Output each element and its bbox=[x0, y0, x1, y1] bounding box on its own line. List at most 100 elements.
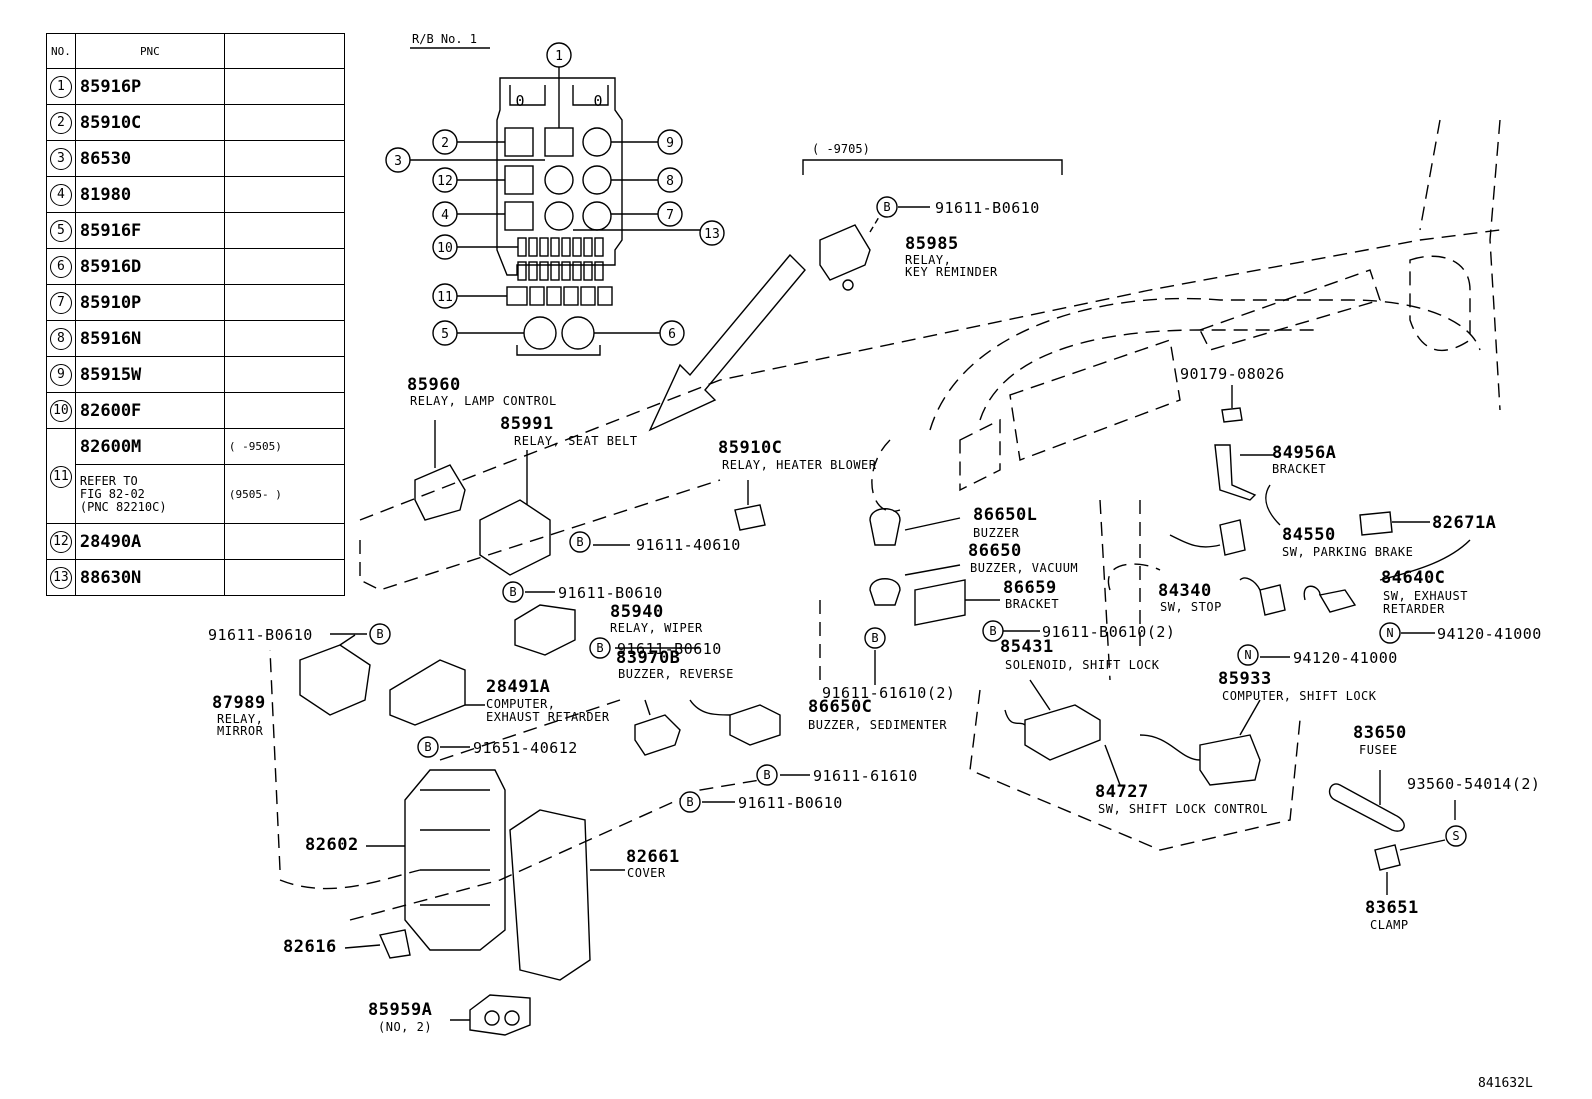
svg-text:1: 1 bbox=[555, 49, 563, 64]
part-desc: BUZZER bbox=[973, 526, 1020, 540]
part-number: 86659 bbox=[1003, 578, 1057, 598]
relay-round bbox=[582, 165, 612, 195]
part-number: 84727 bbox=[1095, 782, 1149, 802]
header-no: NO. bbox=[46, 33, 76, 69]
buzzer-vacuum bbox=[869, 564, 961, 606]
part-desc: SW, EXHAUST bbox=[1383, 589, 1468, 603]
part-desc: BUZZER, SEDIMENTER bbox=[808, 718, 948, 732]
rb-title: R/B No. 1 bbox=[412, 32, 478, 46]
callout-6: 6 bbox=[659, 320, 685, 346]
bolt-label: 91611-B0610(2) bbox=[1042, 623, 1176, 641]
relay-heater-blower bbox=[734, 480, 766, 531]
row-remark bbox=[223, 392, 345, 429]
row-remark bbox=[223, 176, 345, 213]
bolt-label: 91611-B0610 bbox=[208, 626, 313, 644]
row-remark bbox=[223, 356, 345, 393]
part-desc: RELAY, SEAT BELT bbox=[514, 434, 638, 448]
row-number: 2 bbox=[49, 112, 72, 134]
bolt-marker-b: B bbox=[756, 764, 778, 786]
svg-text:S: S bbox=[1452, 829, 1459, 843]
bracket-84956A bbox=[1214, 444, 1275, 501]
junction-block bbox=[366, 769, 506, 951]
part-number: 83970B bbox=[616, 648, 681, 668]
row-remark bbox=[223, 248, 345, 285]
part-number: 90179-08026 bbox=[1180, 365, 1285, 383]
table-row: 11 82600M ( -9505) bbox=[46, 428, 345, 524]
callout-1: 1 bbox=[546, 42, 572, 68]
part-desc: SW, SHIFT LOCK CONTROL bbox=[1098, 802, 1268, 816]
part-desc: SOLENOID, SHIFT LOCK bbox=[1005, 658, 1160, 672]
bolt-marker-b: B bbox=[417, 736, 439, 758]
part-desc: BUZZER, REVERSE bbox=[618, 667, 734, 681]
part-number: 85940 bbox=[610, 602, 664, 622]
refer-line: (PNC 82210C) bbox=[79, 499, 167, 514]
switch-exhaust-retarder bbox=[1303, 539, 1471, 613]
svg-text:B: B bbox=[424, 740, 431, 754]
row-pnc: 85910P bbox=[74, 284, 225, 321]
row-number: 3 bbox=[49, 148, 72, 170]
part-number: 85991 bbox=[500, 414, 554, 434]
row-number: 4 bbox=[49, 184, 72, 206]
switch-parking-brake bbox=[1169, 484, 1281, 556]
figure-id: 841632L bbox=[1478, 1076, 1533, 1091]
row-number: 11 bbox=[49, 465, 72, 488]
part-desc: RELAY, bbox=[217, 712, 264, 726]
row-pnc: 85916N bbox=[74, 320, 225, 357]
part-number: 84956A bbox=[1272, 443, 1337, 463]
dashboard-outline bbox=[269, 119, 1501, 921]
callout-7: 7 bbox=[657, 201, 683, 227]
part-number: 85431 bbox=[1000, 637, 1054, 657]
part-number: 82671A bbox=[1432, 513, 1497, 533]
part-number: 82616 bbox=[283, 937, 337, 957]
table-row: REFER TO FIG 82-02 (PNC 82210C) (9505- ) bbox=[47, 464, 345, 524]
row-remark: ( -9505) bbox=[223, 428, 345, 465]
callout-3: 3 bbox=[385, 147, 411, 173]
row-remark bbox=[223, 523, 345, 560]
row-number: 12 bbox=[49, 531, 72, 553]
date-range-bracket bbox=[802, 159, 1063, 175]
svg-text:B: B bbox=[871, 631, 878, 645]
part-number: 86650C bbox=[808, 697, 873, 717]
buzzer-sedimenter bbox=[689, 699, 781, 746]
row-remark bbox=[223, 559, 345, 596]
row-pnc: 82600F bbox=[74, 392, 225, 429]
bolt-label: 91611-61610(2) bbox=[822, 684, 956, 702]
date-range: ( -9705) bbox=[812, 142, 870, 156]
svg-text:7: 7 bbox=[666, 208, 674, 223]
part-number: 85910C bbox=[718, 438, 783, 458]
relay-block-foot bbox=[516, 345, 601, 356]
callout-9: 9 bbox=[657, 129, 683, 155]
part-number: 85960 bbox=[407, 375, 461, 395]
bolt-label: 93560-54014(2) bbox=[1407, 775, 1541, 793]
relay-round bbox=[582, 201, 612, 231]
bolt-marker-b: B bbox=[864, 627, 886, 649]
part-desc: RELAY, HEATER BLOWER bbox=[722, 458, 877, 472]
part-desc: FUSEE bbox=[1359, 743, 1398, 757]
bolt-label: 91611-61610 bbox=[813, 767, 918, 785]
svg-text:B: B bbox=[576, 535, 583, 549]
part-number: 85933 bbox=[1218, 669, 1272, 689]
bolt-label: 91611-B0610 bbox=[558, 584, 663, 602]
callout-10: 10 bbox=[432, 234, 458, 260]
refer-line: REFER TO bbox=[79, 473, 138, 488]
part-number: 28491A bbox=[486, 677, 551, 697]
bolt-marker-n: N bbox=[1379, 622, 1401, 644]
callout-11: 11 bbox=[432, 283, 458, 309]
relay-round bbox=[561, 316, 595, 350]
part-desc: SW, STOP bbox=[1160, 600, 1222, 614]
part-desc: EXHAUST RETARDER bbox=[486, 710, 610, 724]
relay-round bbox=[582, 127, 612, 157]
bracket-86659 bbox=[914, 579, 1000, 626]
row-pnc: 28490A bbox=[74, 523, 225, 560]
row-number: 10 bbox=[49, 400, 72, 422]
svg-text:10: 10 bbox=[437, 241, 453, 256]
relay-slot bbox=[504, 165, 534, 195]
relay-seat-belt bbox=[479, 450, 551, 576]
row-remark bbox=[223, 68, 345, 105]
